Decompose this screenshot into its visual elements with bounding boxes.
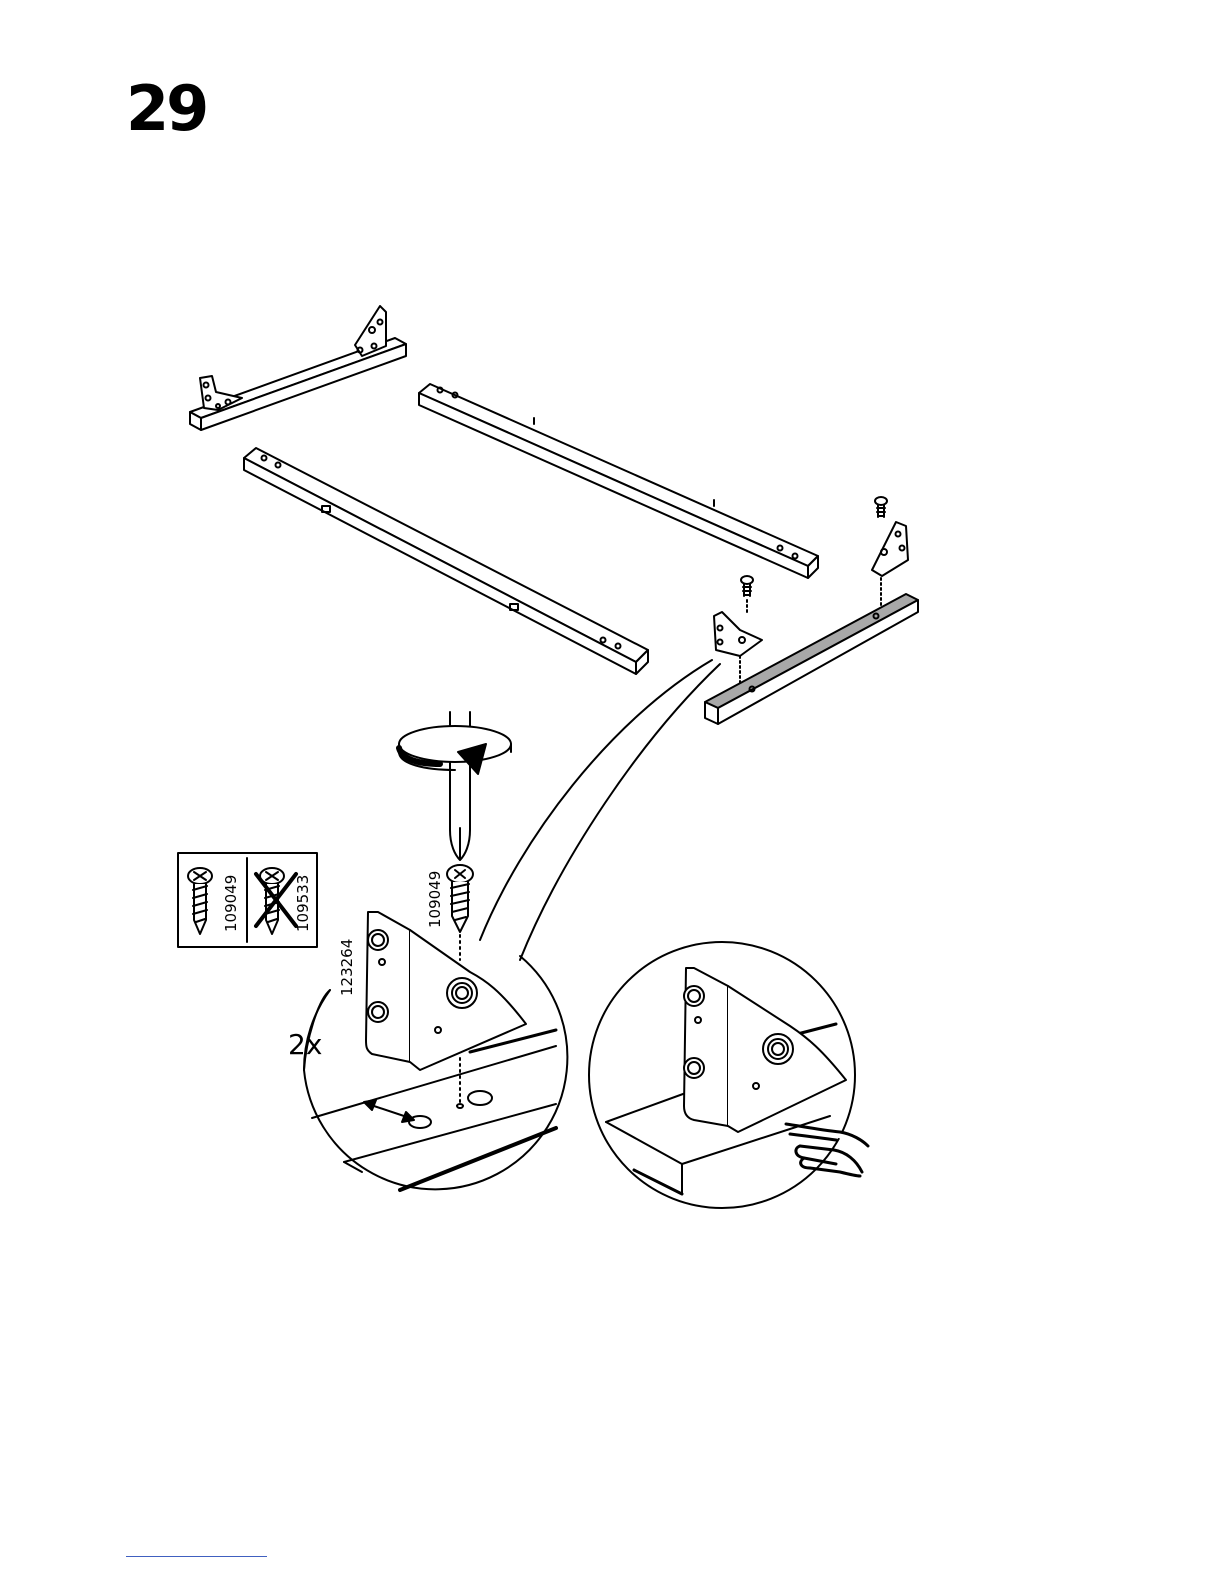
- short-rail-left: [190, 306, 406, 430]
- bracket-icon: [366, 912, 526, 1070]
- bracket-icon: [872, 522, 908, 576]
- quantity-label: 2x: [288, 1028, 322, 1061]
- rotation-arrow-icon: [399, 726, 511, 774]
- hand-pointing-icon: [786, 1124, 868, 1176]
- correct-screw-part-number: 109049: [222, 875, 240, 932]
- bracket-part-number: 123264: [338, 939, 356, 996]
- long-rail-front: [244, 448, 648, 674]
- detail-screw-part-number: 109049: [426, 871, 444, 928]
- detail-circle-right: [589, 942, 868, 1208]
- wrong-screw-part-number: 109533: [294, 875, 312, 932]
- bracket-icon: [684, 968, 846, 1132]
- long-rail-middle: [419, 384, 818, 578]
- footer-divider: [126, 1556, 267, 1557]
- bracket-icon: [355, 306, 386, 356]
- bracket-icon: [714, 612, 762, 656]
